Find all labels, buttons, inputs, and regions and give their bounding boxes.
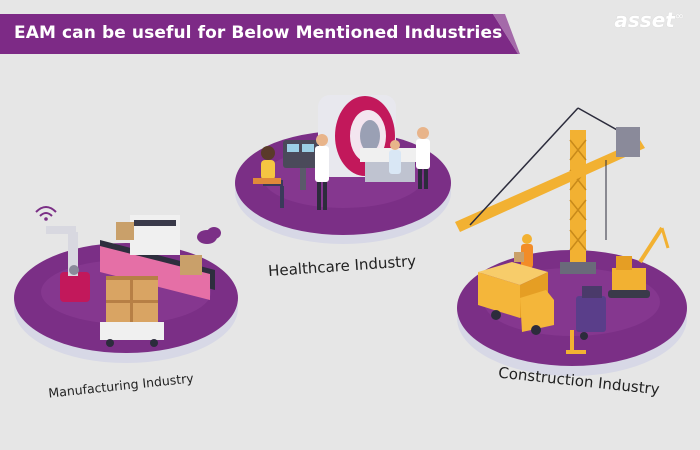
worker-figure-icon bbox=[514, 234, 533, 268]
mri-machine-icon bbox=[318, 95, 420, 182]
conveyor-belt-icon bbox=[100, 215, 215, 300]
construction-scene bbox=[455, 107, 687, 376]
wifi-icon bbox=[35, 206, 57, 221]
doctor-right-icon bbox=[416, 127, 430, 189]
forklift-icon bbox=[566, 286, 606, 354]
box-pallet-icon bbox=[100, 276, 164, 347]
logo-mark: ∞ bbox=[674, 9, 684, 23]
manufacturing-scene bbox=[14, 206, 238, 363]
doctor-figure-icon bbox=[315, 134, 329, 210]
brand-logo: asset∞ bbox=[614, 8, 684, 32]
cloud-icon bbox=[197, 227, 221, 244]
patient-figure-icon bbox=[389, 140, 401, 174]
robot-arm-icon bbox=[46, 226, 90, 302]
banner-title: EAM can be useful for Below Mentioned In… bbox=[14, 23, 503, 43]
logo-text: asset bbox=[614, 8, 675, 32]
tower-crane-icon bbox=[455, 107, 645, 274]
nurse-figure-icon bbox=[253, 146, 284, 208]
control-console-icon bbox=[283, 140, 319, 190]
delivery-truck-icon bbox=[478, 262, 554, 335]
banner-shape bbox=[0, 14, 520, 54]
excavator-icon bbox=[608, 226, 670, 298]
healthcare-scene bbox=[235, 95, 451, 244]
title-banner: EAM can be useful for Below Mentioned In… bbox=[0, 14, 520, 54]
